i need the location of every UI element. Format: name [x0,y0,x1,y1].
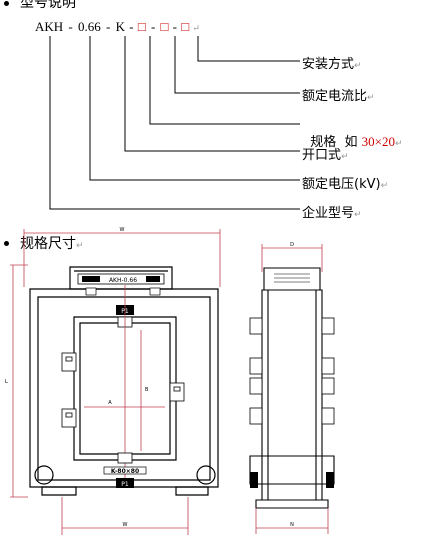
return-mark: ↵ [192,23,200,33]
return-mark: ↵ [341,152,349,162]
legend-spec-label: 规格 如 [310,135,358,150]
model-part-mount-box: □ [181,19,190,34]
front-bottom-width-label: W [123,522,128,528]
legend-spec-example: 30×20 [361,134,396,149]
front-terminal-bottom-label: P1 [121,481,129,488]
legend-mount-label: 安装方式 [302,57,355,72]
legend-open-label: 开口式 [302,148,342,163]
model-part-spec-box: □ [137,19,146,34]
legend-open: 开口式↵ [302,144,349,163]
model-part-akh: AKH [35,19,64,34]
model-part-open: K [115,19,125,34]
return-mark: ↵ [76,241,84,251]
front-inner-height-label: B [145,387,149,393]
model-separator: - [129,19,134,34]
legend-ratio: 额定电流比↵ [302,85,375,104]
legend-voltage-label: 额定电压(kV) [302,177,381,192]
model-separator: - [68,19,73,34]
return-mark: ↵ [380,181,389,191]
model-separator: - [106,19,111,34]
return-mark: ↵ [395,139,403,149]
return-mark: ↵ [354,61,362,71]
legend-company: 企业型号↵ [302,202,362,221]
section-title-dims: 规格尺寸↵ [20,233,84,253]
section-title-model: 型号说明 [20,0,76,11]
side-view-drawing: D N [249,242,335,534]
side-bottom-label: N [290,522,294,528]
model-separator: - [172,19,177,34]
front-inner-width-label: A [108,400,112,406]
model-part-voltage: 0.66 [78,19,101,34]
legend-mount: 安装方式↵ [302,53,362,72]
front-height-label: L [5,379,8,385]
model-leader-lines [49,36,300,210]
legend-ratio-label: 额定电流比 [302,89,368,104]
legend-company-label: 企业型号 [302,206,355,221]
front-bottom-tag: K-80×80 [111,468,139,475]
legend-voltage: 额定电压(kV)↵ [302,173,388,192]
section-bullet [4,1,9,6]
legend-spec: 规格 如 30×20↵ [302,116,403,150]
section-bullet [4,241,9,246]
front-top-width-label: W [120,227,125,233]
front-view-drawing: W L AKH-0.66 P1 [5,227,221,535]
section-title-dims-text: 规格尺寸 [20,236,76,252]
model-separator: - [150,19,156,34]
model-code-row: AKH - 0.66 - K - □ - □ - □ ↵ [35,19,200,35]
return-mark: ↵ [354,210,362,220]
return-mark: ↵ [367,93,375,103]
front-nameplate-text: AKH-0.66 [109,277,137,284]
model-part-ratio-box: □ [160,19,169,34]
side-top-label: D [290,242,294,248]
